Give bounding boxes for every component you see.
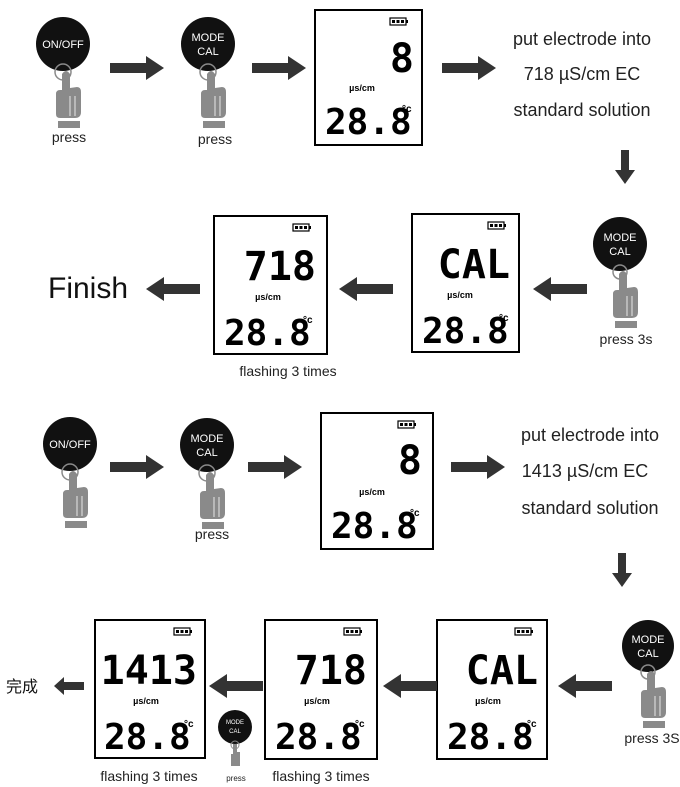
row4-lcd-cal: CAL µs/cm 28.8 °c: [436, 619, 548, 760]
row1-press-caption-1: press: [52, 129, 86, 145]
lcd-reading: 1413: [101, 648, 197, 694]
arrow-right-icon: [110, 56, 164, 80]
lcd-temperature: 28.8: [224, 313, 311, 354]
row4-press-small-caption: press: [226, 774, 246, 783]
lcd-reading: 8: [390, 36, 414, 82]
row4-flashing-caption-1: flashing 3 times: [100, 768, 197, 784]
arrow-left-small-icon: [54, 677, 84, 695]
lcd-degree-unit: °c: [355, 719, 365, 730]
instruction-1413-line3: standard solution: [521, 498, 658, 518]
lcd-degree-unit: °c: [527, 719, 537, 730]
cal-label: CAL: [196, 447, 217, 459]
arrow-left-icon: [558, 674, 612, 698]
instruction-1413-line2: 1413 µS/cm EC: [522, 461, 648, 481]
arrow-right-icon: [248, 455, 302, 479]
row1-mode-cal-button: MODE CAL: [181, 17, 235, 129]
row4-mode-cal-button: MODE CAL: [622, 620, 674, 729]
lcd-degree-unit: °c: [410, 508, 420, 519]
lcd-degree-unit: °c: [303, 315, 313, 326]
onoff-button-label: ON/OFF: [42, 39, 84, 51]
row4-lcd-1413: 1413 µs/cm 28.8 °c: [94, 619, 206, 759]
arrow-left-icon: [209, 674, 263, 698]
row2-lcd-718: 718 µs/cm 28.8 °c: [213, 215, 328, 355]
row3-press-caption: press: [195, 526, 229, 542]
mode-label: MODE: [191, 433, 224, 445]
lcd-reading: 8: [398, 438, 422, 484]
cal-label: CAL: [197, 46, 218, 58]
cal-label: CAL: [609, 246, 630, 258]
cal-label: CAL: [229, 729, 241, 735]
lcd-unit: µs/cm: [255, 292, 281, 302]
arrow-down-icon: [615, 150, 635, 184]
lcd-temperature: 28.8: [104, 717, 191, 758]
arrow-right-icon: [252, 56, 306, 80]
mode-label: MODE: [632, 634, 665, 646]
row4-mode-cal-small-button: MODE CAL: [218, 710, 252, 766]
lcd-unit: µs/cm: [133, 696, 159, 706]
row3-lcd-ready: 8 µs/cm 28.8 °c: [320, 412, 434, 550]
mode-label: MODE: [604, 232, 637, 244]
lcd-unit: µs/cm: [304, 696, 330, 706]
row2-flashing-caption: flashing 3 times: [239, 363, 336, 379]
lcd-degree-unit: °c: [402, 104, 412, 115]
lcd-reading: 718: [244, 244, 316, 290]
lcd-unit: µs/cm: [349, 83, 375, 93]
lcd-temperature: 28.8: [422, 311, 509, 352]
instruction-718-line3: standard solution: [513, 100, 650, 120]
row3-mode-cal-button: MODE CAL: [180, 418, 234, 530]
lcd-temperature: 28.8: [325, 102, 412, 143]
arrow-left-icon: [533, 277, 587, 301]
lcd-unit: µs/cm: [447, 290, 473, 300]
lcd-degree-unit: °c: [499, 313, 509, 324]
lcd-reading: CAL: [466, 648, 538, 694]
arrow-right-icon: [451, 455, 505, 479]
row2-lcd-cal: CAL µs/cm 28.8 °c: [411, 213, 520, 353]
finish-label: Finish: [48, 272, 128, 305]
arrow-left-icon: [383, 674, 437, 698]
row3-onoff-button: ON/OFF: [43, 417, 97, 529]
instruction-718-line2: 718 µS/cm EC: [524, 64, 640, 84]
lcd-temperature: 28.8: [447, 717, 534, 758]
instruction-718-line1: put electrode into: [513, 29, 651, 49]
row1-press-caption-2: press: [198, 131, 232, 147]
cal-label: CAL: [637, 648, 658, 660]
mode-label: MODE: [226, 720, 244, 726]
lcd-temperature: 28.8: [275, 717, 362, 758]
instruction-1413-line1: put electrode into: [521, 425, 659, 445]
lcd-degree-unit: °c: [184, 719, 194, 730]
lcd-unit: µs/cm: [359, 487, 385, 497]
row1-lcd-ready: 8 µs/cm 28.8 °c: [314, 9, 423, 146]
row4-lcd-718: 718 µs/cm 28.8 °c: [264, 619, 378, 760]
row4-flashing-caption-2: flashing 3 times: [272, 768, 369, 784]
lcd-reading: CAL: [438, 242, 510, 288]
arrow-left-icon: [146, 277, 200, 301]
lcd-unit: µs/cm: [475, 696, 501, 706]
mode-label: MODE: [192, 32, 225, 44]
pointing-hand-icon: [640, 670, 667, 729]
row1-onoff-button: ON/OFF: [36, 17, 90, 129]
arrow-right-icon: [442, 56, 496, 80]
arrow-right-icon: [110, 455, 164, 479]
arrow-down-icon: [612, 553, 632, 587]
row2-mode-cal-button: MODE CAL: [593, 217, 647, 329]
lcd-temperature: 28.8: [331, 506, 418, 547]
done-label: 完成: [6, 677, 38, 696]
onoff-button-label: ON/OFF: [49, 439, 91, 451]
lcd-reading: 718: [295, 648, 367, 694]
arrow-left-icon: [339, 277, 393, 301]
pointing-hand-icon: [612, 270, 639, 329]
row4-press-3S-caption: press 3S: [624, 730, 679, 746]
row2-press-3s-caption: press 3s: [600, 331, 653, 347]
pointing-hand-icon: [231, 744, 240, 766]
